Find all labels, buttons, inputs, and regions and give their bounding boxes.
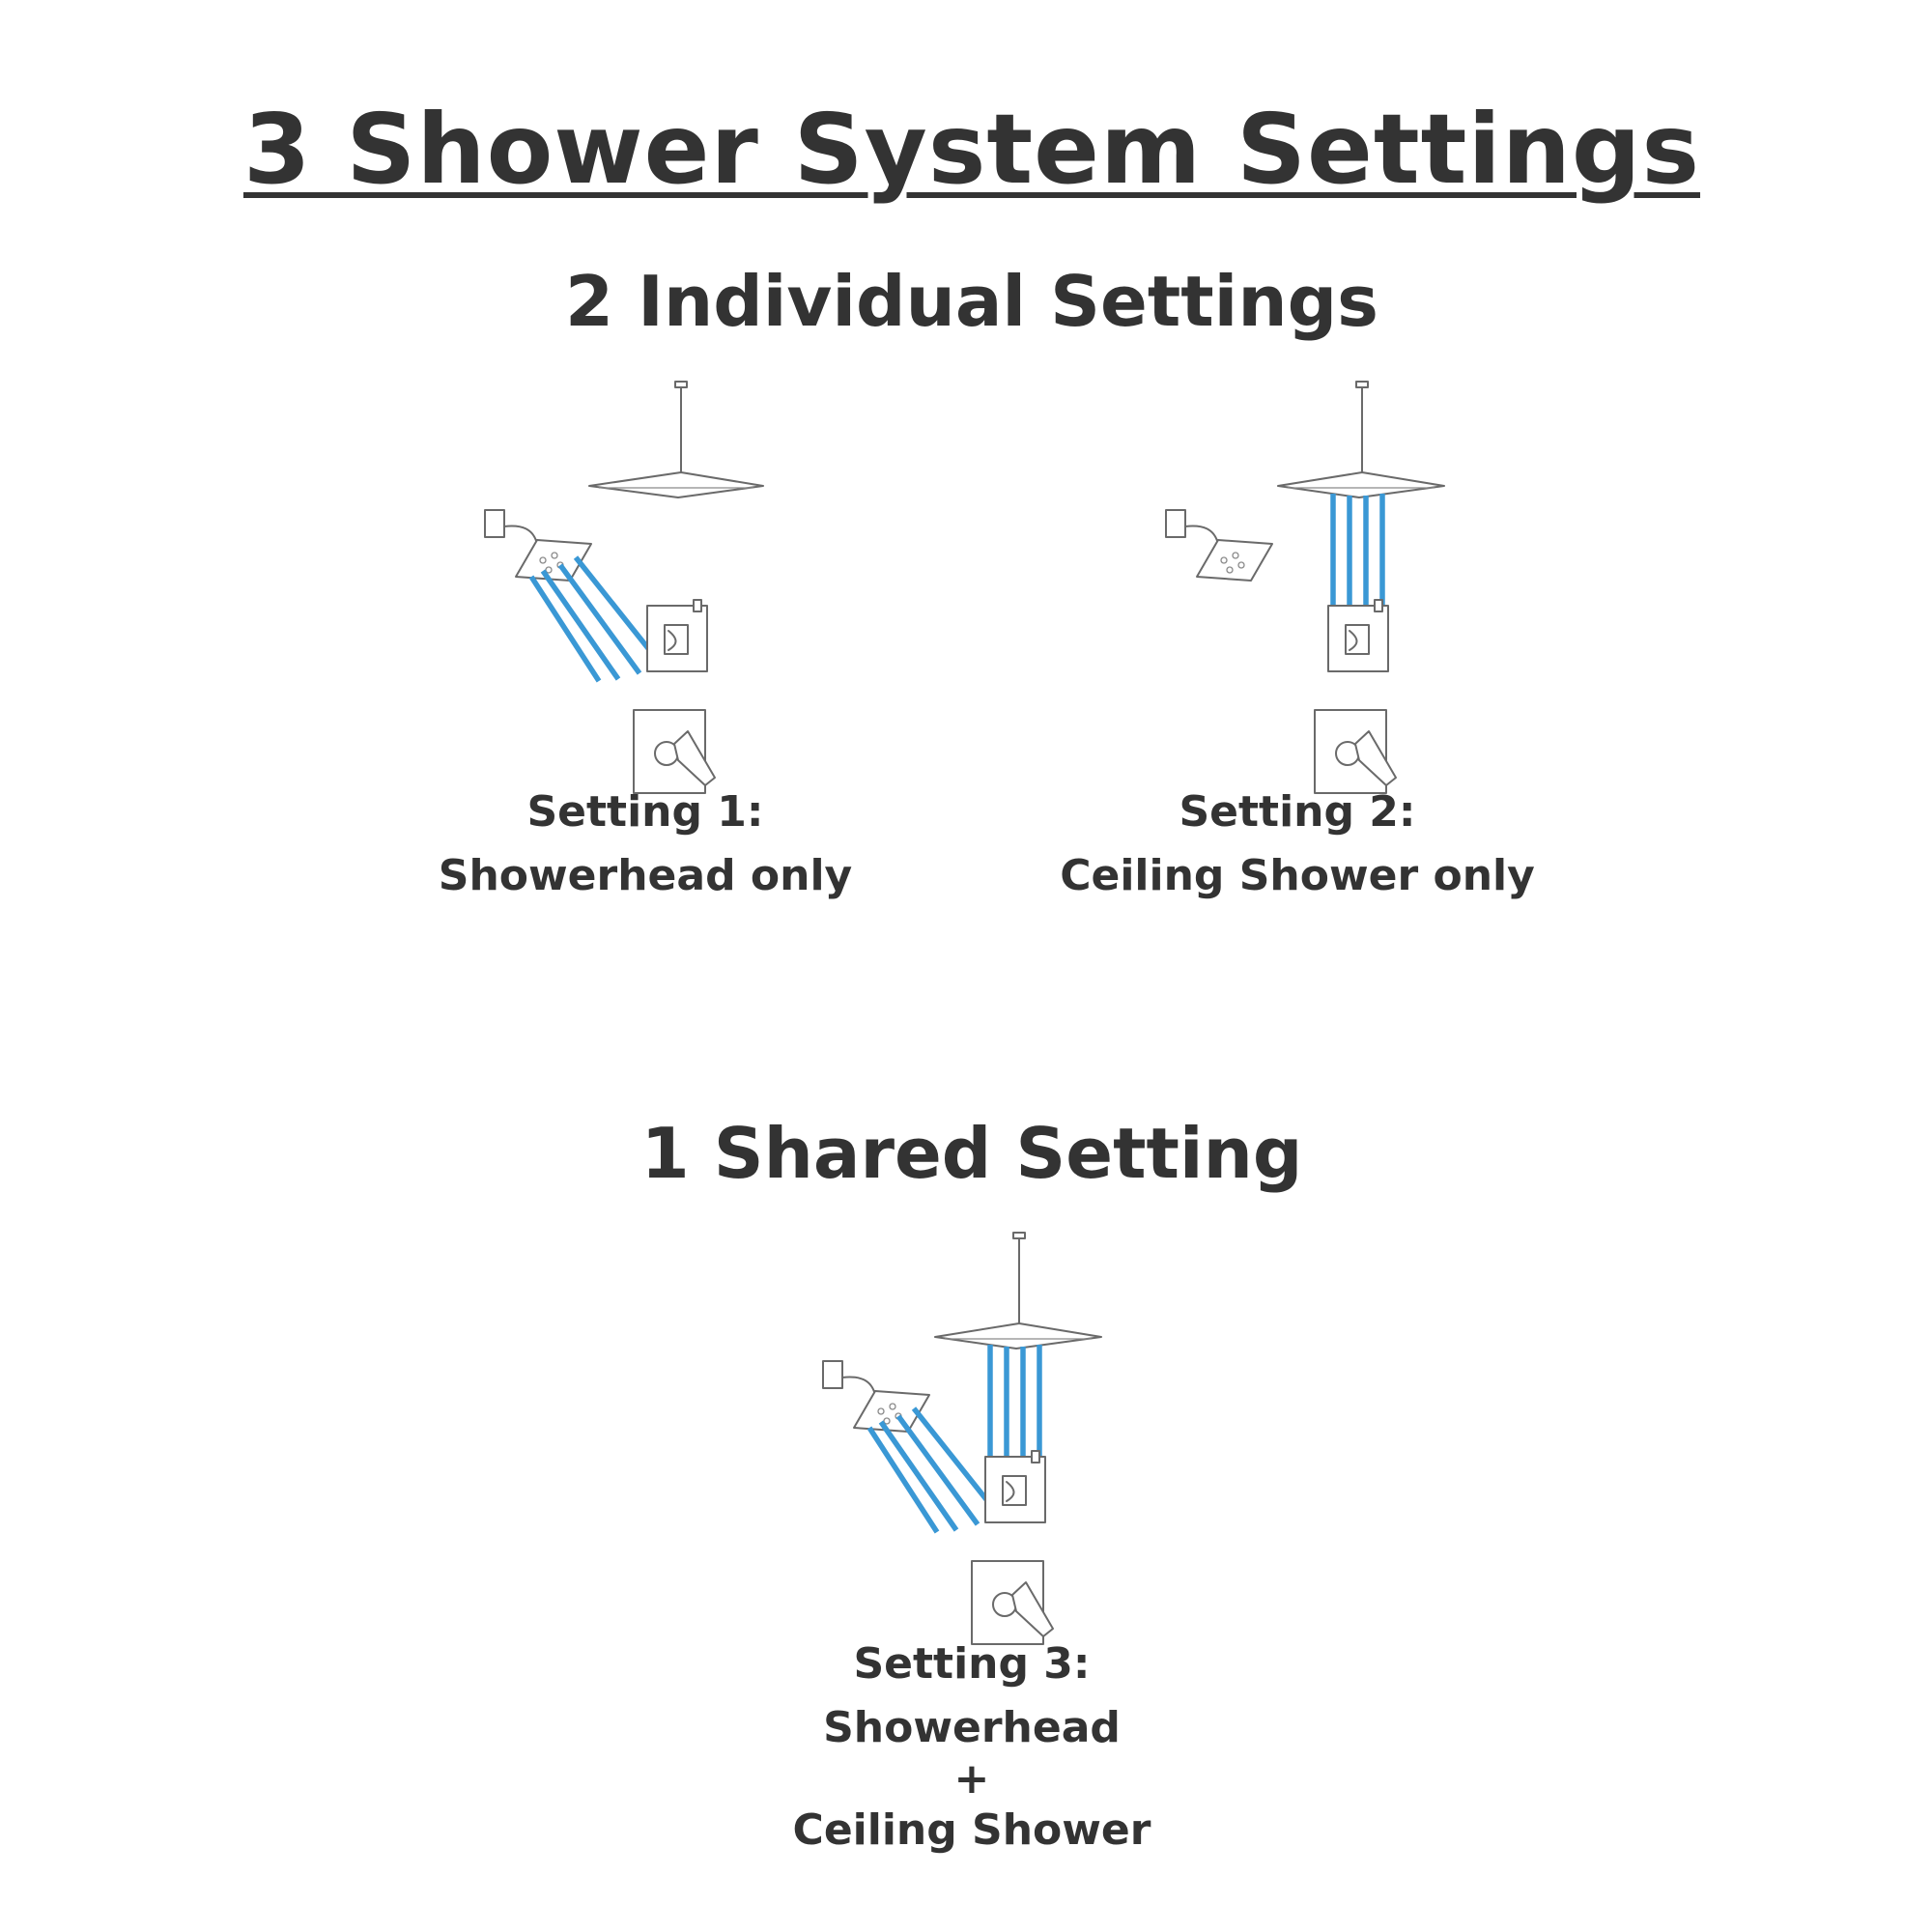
setting-1-title: Setting 1: — [526, 787, 764, 837]
setting-1-fixtures — [484, 381, 764, 794]
setting-1-label: Setting 1: Showerhead only — [439, 781, 852, 908]
diverter-valve-icon — [1327, 599, 1389, 672]
plus-sign: + — [953, 1754, 990, 1804]
setting-3-description-ceiling: Ceiling Shower — [792, 1805, 1151, 1855]
setting-2-fixtures — [1165, 381, 1445, 794]
ceiling-shower-water-jets — [1330, 494, 1385, 615]
setting-3-figure — [811, 1223, 1121, 1658]
setting-2-figure — [1154, 372, 1463, 807]
setting-2-description: Ceiling Shower only — [1060, 851, 1535, 900]
thermostatic-valve-icon — [1314, 709, 1397, 794]
ceiling-shower-icon — [588, 381, 764, 498]
main-title: 3 Shower System Settings — [242, 93, 1701, 206]
individual-settings-heading: 2 Individual Settings — [564, 261, 1379, 342]
setting-2-label: Setting 2: Ceiling Shower only — [1060, 781, 1535, 908]
showerhead-icon — [1165, 509, 1273, 582]
thermostatic-valve-icon — [633, 709, 716, 794]
setting-1-description: Showerhead only — [438, 851, 853, 900]
setting-1-figure — [473, 372, 782, 807]
setting-3-description-showerhead: Showerhead — [823, 1703, 1121, 1752]
ceiling-shower-water-jets — [987, 1345, 1042, 1466]
ceiling-shower-icon — [1277, 381, 1445, 498]
diverter-valve-icon — [646, 599, 708, 672]
setting-3-title: Setting 3: — [853, 1639, 1091, 1689]
thermostatic-valve-icon — [971, 1560, 1054, 1645]
showerhead-water-jets — [867, 1406, 1000, 1534]
setting-3-label: Setting 3: Showerhead + Ceiling Shower — [793, 1633, 1151, 1862]
setting-2-title: Setting 2: — [1179, 787, 1416, 837]
showerhead-icon — [484, 509, 592, 582]
shared-setting-heading: 1 Shared Setting — [640, 1113, 1303, 1194]
showerhead-water-jets — [528, 555, 662, 683]
showerhead-icon — [822, 1360, 930, 1433]
ceiling-shower-icon — [934, 1232, 1102, 1350]
setting-3-fixtures — [822, 1232, 1102, 1645]
diverter-valve-icon — [984, 1450, 1046, 1523]
